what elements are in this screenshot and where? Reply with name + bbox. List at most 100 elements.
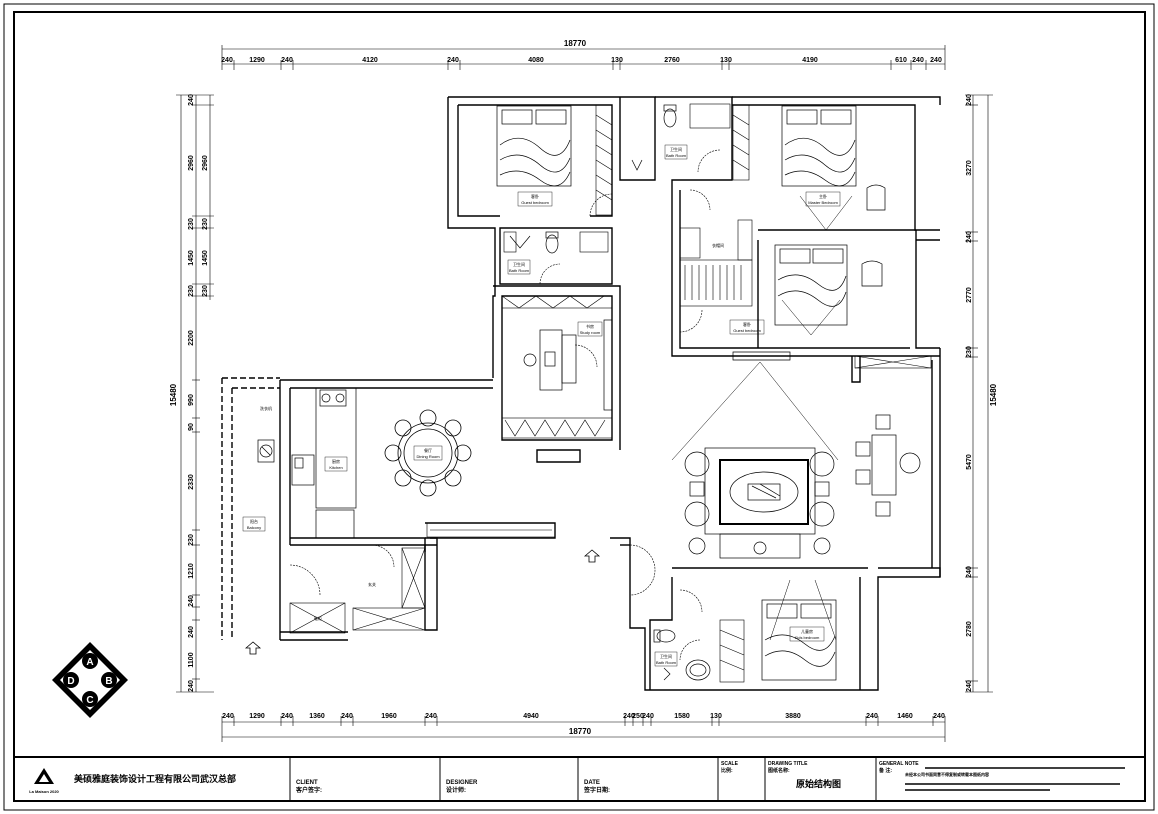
bottom-dim-label: 240	[866, 713, 878, 720]
guest-bedroom-top-label: 客卧	[531, 193, 539, 199]
room-labels: 客卧 Guest bedroom 卫生间 Bath Room 卫生间 Bath …	[242, 144, 841, 667]
general-note-text: 未经本公司书面同意不得复制或转载本图纸内容	[904, 771, 989, 777]
top-dim-label: 240	[930, 57, 942, 64]
bathroom-fixtures	[509, 104, 886, 681]
left-dim-label: 230	[188, 285, 195, 297]
right-dim-label: 3270	[966, 160, 973, 176]
bath-top-left-en: Bath Room	[509, 268, 530, 273]
bottom-dim-label: 240	[341, 713, 353, 720]
drawing-title-label-en: DRAWING TITLE	[768, 761, 808, 767]
right-dimension-chain	[965, 94, 993, 693]
dining-label: 餐厅	[424, 447, 432, 453]
door-swings	[289, 149, 721, 661]
left-dim-label: 990	[188, 394, 195, 406]
client-label-en: CLIENT	[296, 780, 318, 786]
kids-bedroom-en: Kids bedroom	[795, 635, 820, 640]
left-inner-dim-label: 2960	[202, 155, 209, 171]
date-label-en: DATE	[584, 780, 600, 786]
bottom-dim-label: 1290	[249, 713, 265, 720]
left-dim-label: 240	[188, 680, 195, 692]
left-dim-label: 240	[188, 626, 195, 638]
top-total-dimension: 18770	[564, 39, 587, 48]
compass-b: B	[105, 676, 112, 687]
entry-arrow-icon	[244, 549, 601, 655]
compass-icon: A B C D	[52, 642, 128, 718]
designer-label-en: DESIGNER	[446, 780, 478, 786]
top-dim-label: 240	[912, 57, 924, 64]
kitchen-fixtures	[257, 387, 357, 539]
company-logo-icon	[34, 768, 54, 784]
bottom-dim-label: 240	[642, 713, 654, 720]
sheet-inner-border	[13, 11, 1146, 802]
top-dim-label: 130	[611, 57, 623, 64]
guest-bedroom-top-en: Guest bedroom	[521, 200, 549, 205]
bottom-dimension-chain	[221, 716, 946, 742]
left-dim-label: 2960	[188, 155, 195, 171]
entry-label: 玄关	[368, 581, 376, 587]
left-inner-dim-label: 230	[202, 218, 209, 230]
top-dim-label: 240	[281, 57, 293, 64]
logo-caption: La Maison 2020	[29, 789, 59, 794]
drawing-title-value: 原始结构图	[796, 778, 841, 789]
scale-label-cn: 比例:	[721, 767, 733, 774]
right-dim-label: 240	[966, 680, 973, 692]
bath-top-mid-en: Bath Room	[666, 153, 687, 158]
bottom-dim-label: 4940	[523, 713, 539, 720]
guest-bedroom-right-en: Guest bedroom	[733, 328, 761, 333]
bath-top-mid-label: 卫生间	[670, 146, 682, 152]
study-desk	[523, 319, 613, 411]
balcony-label: 阳台	[250, 518, 258, 524]
client-label-cn: 客户签字:	[295, 786, 322, 794]
bath-bottom-label: 卫生间	[660, 653, 672, 659]
bottom-dim-label: 1360	[309, 713, 325, 720]
left-dim-label: 90	[188, 423, 195, 431]
left-dim-label: 2330	[188, 474, 195, 490]
left-dim-label: 1450	[188, 250, 195, 266]
bottom-dim-label: 130	[710, 713, 722, 720]
top-dimension-chain	[221, 45, 946, 70]
top-dim-label: 4190	[802, 57, 818, 64]
bottom-segment-labels: 240 1290 240 1360 240 1960 240 4940 240 …	[222, 713, 945, 720]
date-label-cn: 签字日期:	[583, 786, 610, 794]
bottom-dim-label: 240	[425, 713, 437, 720]
master-bedroom-en: Master Bedroom	[808, 200, 838, 205]
general-note-label-en: GENERAL NOTE	[879, 761, 919, 767]
right-dim-label: 240	[966, 566, 973, 578]
bottom-dim-label: 1460	[897, 713, 913, 720]
bottom-dim-label: 1580	[674, 713, 690, 720]
cloakroom-label: 衣帽间	[712, 242, 724, 248]
left-dim-label: 230	[188, 218, 195, 230]
right-dim-label: 240	[966, 231, 973, 243]
left-segment-labels: 240 2960 230 1450 230 2200 990 90 2330 2…	[188, 94, 209, 692]
top-dim-label: 4080	[528, 57, 544, 64]
right-segment-labels: 240 3270 240 2770 230 5470 240 2780 240	[966, 94, 973, 692]
left-inner-dim-label: 1450	[202, 250, 209, 266]
drawing-title-label-cn: 图纸名称:	[768, 767, 790, 774]
bath-bottom-en: Bath Room	[656, 660, 677, 665]
bottom-dim-label: 240	[222, 713, 234, 720]
kids-bedroom-label: 儿童房	[801, 628, 813, 634]
right-dim-label: 2780	[966, 621, 973, 637]
bottom-dim-label: 240	[623, 713, 635, 720]
right-dim-label: 230	[966, 346, 973, 358]
left-inner-dim-label: 230	[202, 285, 209, 297]
beds	[496, 105, 857, 681]
bottom-dim-label: 240	[281, 713, 293, 720]
top-dim-label: 610	[895, 57, 907, 64]
right-total-dimension: 15480	[989, 383, 998, 406]
left-dim-label: 2200	[188, 330, 195, 346]
living-room-furniture	[684, 351, 921, 559]
walls	[221, 96, 941, 691]
top-segment-labels: 240 1290 240 4120 240 4080 130 2760 130 …	[221, 57, 942, 64]
washer-label: 洗衣机	[260, 405, 272, 411]
left-dim-label: 1100	[188, 652, 195, 667]
sheet-outer-border	[3, 3, 1155, 811]
general-note-lines	[905, 767, 1125, 791]
right-dim-label: 2770	[966, 287, 973, 303]
cabinets	[289, 103, 932, 683]
bottom-dim-label: 240	[933, 713, 945, 720]
right-dim-label: 240	[966, 94, 973, 106]
top-dim-label: 240	[221, 57, 233, 64]
bath-top-left-label: 卫生间	[513, 261, 525, 267]
top-dim-label: 4120	[362, 57, 378, 64]
